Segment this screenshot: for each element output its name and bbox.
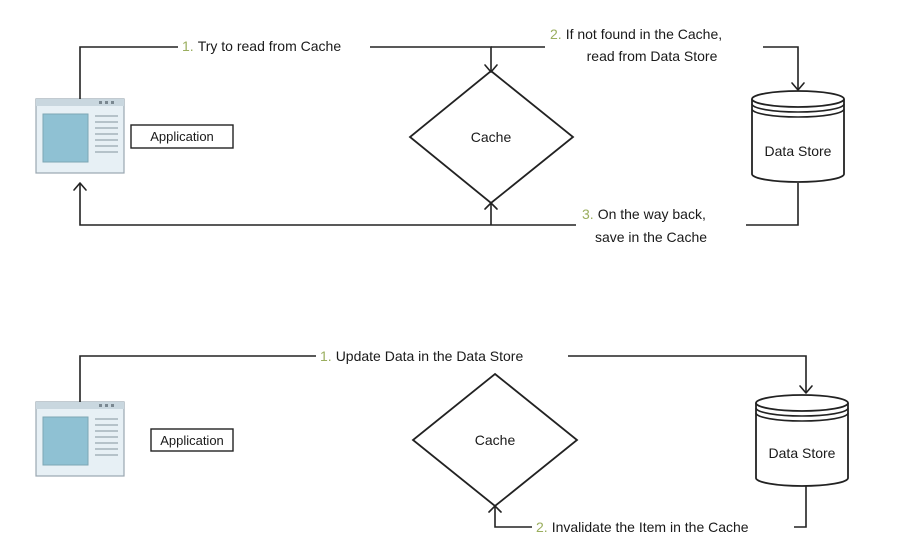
- bottom-step2-arrowhead: [488, 505, 502, 513]
- bottom-step1-label-bg: [316, 345, 568, 365]
- top-step1-number: 1.: [182, 38, 194, 54]
- bottom-application-label-box: [150, 428, 234, 452]
- top-step1-label: 1.Try to read from Cache: [182, 38, 341, 54]
- top-step3-connector: [79, 183, 799, 226]
- bottom-step1-number: 1.: [320, 348, 332, 364]
- bottom-data-store-cylinder: [755, 394, 849, 487]
- bottom-diagram: Application Cache Data Store 1.Update Da…: [35, 345, 849, 537]
- top-step2-text-line1: If not found in the Cache,: [566, 26, 722, 42]
- top-application-icon: [35, 98, 125, 174]
- top-cache-label: Cache: [471, 129, 512, 145]
- top-step3-text-line1: On the way back,: [598, 206, 706, 222]
- top-step1-text: Try to read from Cache: [198, 38, 342, 54]
- bottom-step1-text: Update Data in the Data Store: [336, 348, 524, 364]
- top-step2-number: 2.: [550, 26, 562, 42]
- top-data-store-cylinder: [751, 90, 845, 183]
- top-step1-label-bg: [178, 36, 370, 56]
- top-application-label: Application: [150, 129, 214, 144]
- bottom-step1-label: 1.Update Data in the Data Store: [320, 348, 523, 364]
- top-step2-text-line2: read from Data Store: [587, 48, 718, 64]
- bottom-application-label: Application: [160, 433, 224, 448]
- bottom-step2-number: 2.: [536, 519, 548, 535]
- top-step2-label-bg: [545, 24, 763, 68]
- top-step3-label-line1: 3.On the way back,: [582, 206, 706, 222]
- bottom-application-icon: [35, 401, 125, 477]
- bottom-step1-arrowhead: [799, 385, 813, 394]
- top-step1-arrowhead: [484, 64, 498, 73]
- bottom-data-store-label: Data Store: [769, 445, 836, 461]
- top-data-store-label: Data Store: [765, 143, 832, 159]
- top-step3-text-line2: save in the Cache: [595, 229, 707, 245]
- top-application-label-box: [130, 124, 234, 149]
- top-step3-arrowhead-app: [73, 182, 87, 191]
- bottom-step2-text: Invalidate the Item in the Cache: [552, 519, 749, 535]
- top-step3-number: 3.: [582, 206, 594, 222]
- top-step3-arrowhead-cache: [484, 202, 498, 210]
- bottom-step2-label: 2.Invalidate the Item in the Cache: [536, 519, 749, 535]
- top-diagram: Application Cache Data Store 1.Try to re…: [35, 24, 845, 250]
- bottom-cache-label: Cache: [475, 432, 516, 448]
- bottom-step2-label-bg: [532, 517, 794, 537]
- top-step3-label-bg: [576, 204, 746, 250]
- top-step2-label-line1: 2.If not found in the Cache,: [550, 26, 722, 42]
- top-step2-arrowhead: [791, 82, 805, 91]
